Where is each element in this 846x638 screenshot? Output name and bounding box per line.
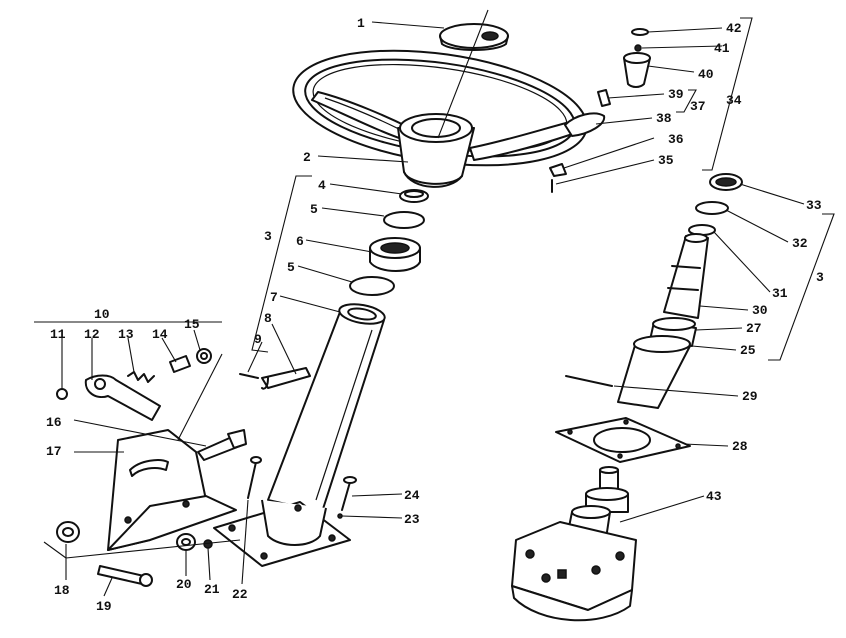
bearing-6 (369, 237, 421, 272)
label-part-30: 30 (752, 303, 768, 318)
label-part-31: 31 (772, 286, 788, 301)
label-part-11: 11 (50, 327, 66, 342)
lock-lever-assembly (56, 348, 212, 421)
label-part-4: 4 (318, 178, 326, 193)
label-part-38: 38 (656, 111, 672, 126)
label-part-40: 40 (698, 67, 714, 82)
label-part-42: 42 (726, 21, 742, 36)
washer-20 (176, 533, 196, 551)
bolt-22 (247, 456, 262, 499)
bracket-8 (239, 367, 311, 390)
label-part-39: 39 (668, 87, 684, 102)
label-part-29: 29 (742, 389, 758, 404)
label-part-5-lower: 5 (287, 260, 295, 275)
label-part-34: 34 (726, 93, 742, 108)
nut-18 (56, 521, 80, 543)
bolt-24 (337, 476, 357, 519)
leader-lines (34, 17, 835, 597)
label-part-37: 37 (690, 99, 706, 114)
rod-29 (565, 375, 613, 387)
label-part-7: 7 (270, 290, 278, 305)
column-tube (267, 303, 386, 513)
label-part-33: 33 (806, 198, 822, 213)
label-part-1: 1 (357, 16, 365, 31)
label-part-8: 8 (264, 311, 272, 326)
ring-4 (399, 189, 429, 203)
label-part-22: 22 (232, 587, 248, 602)
label-part-36: 36 (668, 132, 684, 147)
label-part-21: 21 (204, 582, 220, 597)
label-part-20: 20 (176, 577, 192, 592)
label-part-15: 15 (184, 317, 200, 332)
label-part-41: 41 (714, 41, 730, 56)
label-part-35: 35 (658, 153, 674, 168)
bolt-16 (197, 429, 247, 461)
shaft-parts-group-3 (688, 173, 743, 236)
gasket-plate-28 (555, 417, 691, 463)
pin-19 (97, 565, 153, 587)
label-part-16: 16 (46, 415, 62, 430)
circlip-5-upper (383, 211, 425, 229)
mounting-bracket-17 (107, 429, 237, 551)
label-part-5-upper: 5 (310, 202, 318, 217)
steering-wheel (292, 49, 591, 188)
circlip-5-lower (349, 276, 395, 296)
label-part-24: 24 (404, 488, 420, 503)
label-part-10: 10 (94, 307, 110, 322)
label-part-19: 19 (96, 599, 112, 614)
column-base-flange (213, 499, 351, 567)
horn-cap (437, 9, 509, 139)
label-part-18: 18 (54, 583, 70, 598)
label-part-13: 13 (118, 327, 134, 342)
label-part-14: 14 (152, 327, 168, 342)
label-part-25: 25 (740, 343, 756, 358)
label-part-2: 2 (303, 150, 311, 165)
label-part-17: 17 (46, 444, 62, 459)
label-part-27: 27 (746, 321, 762, 336)
small-parts-group-34 (549, 28, 651, 193)
label-part-3-left: 3 (264, 229, 272, 244)
label-part-43: 43 (706, 489, 722, 504)
steering-shaft (617, 233, 709, 409)
label-part-32: 32 (792, 236, 808, 251)
label-part-23: 23 (404, 512, 420, 527)
label-part-3-right: 3 (816, 270, 824, 285)
part-number-labels: 1 2 4 5 3 6 5 7 8 9 10 11 12 13 14 15 16… (46, 16, 824, 614)
steering-unit-43 (511, 466, 637, 622)
label-part-9: 9 (254, 332, 262, 347)
label-part-28: 28 (732, 439, 748, 454)
label-part-12: 12 (84, 327, 100, 342)
label-part-6: 6 (296, 234, 304, 249)
